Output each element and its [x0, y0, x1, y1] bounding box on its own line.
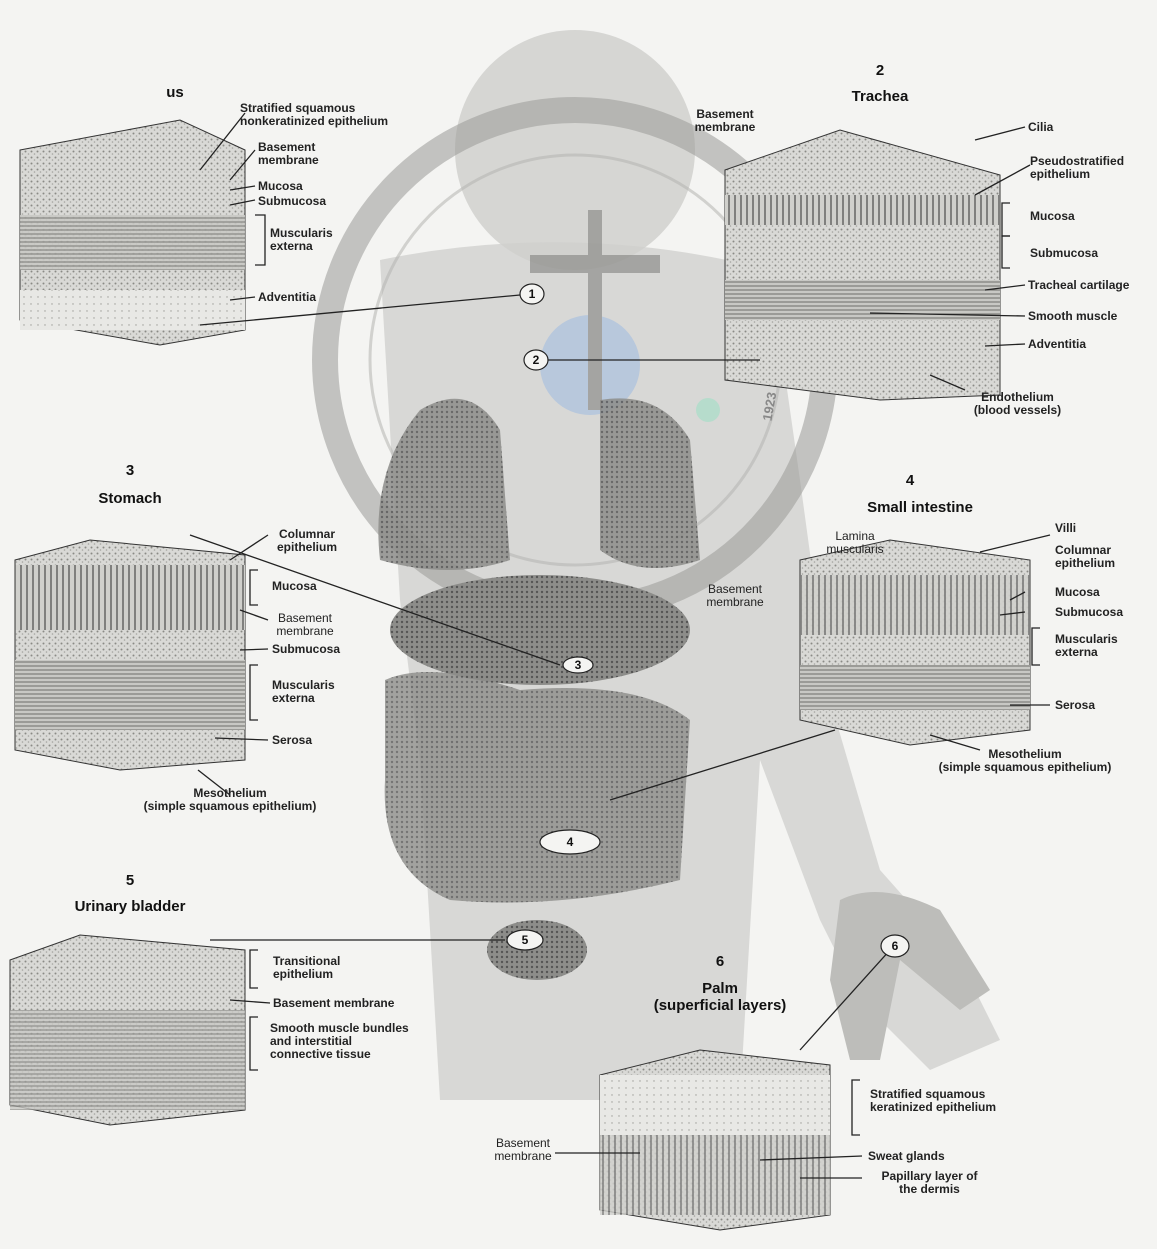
esophagus-muscularis-label: Muscularis externa — [270, 227, 333, 253]
esophagus-stratified-label: Stratified squamous nonkeratinized epith… — [240, 102, 440, 128]
stomach-columnar-label: Columnar epithelium — [262, 528, 352, 554]
trachea-mucosa-label: Mucosa — [1030, 210, 1075, 223]
stomach-title: Stomach — [80, 490, 180, 507]
palm-number: 6 — [700, 953, 740, 970]
palm-block — [600, 1050, 830, 1230]
trachea-number: 2 — [850, 62, 910, 79]
small-intestine-muscularis-label: Muscularis externa — [1055, 633, 1118, 659]
stomach-basement-label: Basement membrane — [265, 612, 345, 638]
small-intestine-serosa-label: Serosa — [1055, 699, 1095, 712]
small-intestine-submucosa-label: Submucosa — [1055, 606, 1123, 619]
marker-1: 1 — [520, 287, 544, 301]
trachea-block — [725, 130, 1000, 400]
stomach-mucosa-label: Mucosa — [272, 580, 317, 593]
palm-papillary-label: Papillary layer of the dermis — [862, 1170, 997, 1196]
small-intestine-block — [800, 540, 1030, 745]
palm-sweat-glands-label: Sweat glands — [868, 1150, 945, 1163]
trachea-endothelium-label: Endothelium (blood vessels) — [950, 391, 1085, 417]
esophagus-adventitia-label: Adventitia — [258, 291, 316, 304]
stomach-number: 3 — [110, 462, 150, 479]
palm-stratified-label: Stratified squamous keratinized epitheli… — [870, 1088, 996, 1114]
marker-4: 4 — [558, 835, 582, 849]
trachea-smooth-muscle-label: Smooth muscle — [1028, 310, 1117, 323]
trachea-cilia-label: Cilia — [1028, 121, 1053, 134]
palm-basement-label: Basement membrane — [488, 1137, 558, 1163]
small-intestine-basement-label: Basement membrane — [690, 583, 780, 609]
small-intestine-number: 4 — [890, 472, 930, 489]
palm-title: Palm (superficial layers) — [620, 980, 820, 1014]
esophagus-title: us — [150, 84, 200, 101]
marker-2: 2 — [524, 353, 548, 367]
trachea-title: Trachea — [830, 88, 930, 105]
stomach-block — [15, 540, 245, 770]
small-intestine-villi-label: Villi — [1055, 522, 1076, 535]
marker-5: 5 — [513, 933, 537, 947]
marker-3: 3 — [566, 658, 590, 672]
small-intestine-mesothelium-label: Mesothelium (simple squamous epithelium) — [905, 748, 1145, 774]
trachea-submucosa-label: Submucosa — [1030, 247, 1098, 260]
trachea-cartilage-label: Tracheal cartilage — [1028, 279, 1129, 292]
stomach-mesothelium-label: Mesothelium (simple squamous epithelium) — [110, 787, 350, 813]
small-intestine-columnar-label: Columnar epithelium — [1055, 544, 1115, 570]
esophagus-basement-label: Basement membrane — [258, 141, 319, 167]
esophagus-submucosa-label: Submucosa — [258, 195, 326, 208]
bladder-smooth-label: Smooth muscle bundles and interstitial c… — [270, 1022, 409, 1061]
small-intestine-mucosa-label: Mucosa — [1055, 586, 1100, 599]
esophagus-block — [20, 120, 245, 345]
marker-6: 6 — [883, 939, 907, 953]
bladder-number: 5 — [110, 872, 150, 889]
small-intestine-title: Small intestine — [845, 499, 995, 516]
esophagus-mucosa-label: Mucosa — [258, 180, 303, 193]
trachea-basement-label: Basement membrane — [680, 108, 770, 134]
stomach-muscularis-label: Muscularis externa — [272, 679, 335, 705]
trachea-adventitia-label: Adventitia — [1028, 338, 1086, 351]
stomach-serosa-label: Serosa — [272, 734, 312, 747]
bladder-title: Urinary bladder — [45, 898, 215, 915]
small-intestine-lamina-label: Lamina muscularis — [820, 530, 890, 556]
bladder-basement-label: Basement membrane — [273, 997, 394, 1010]
bladder-block — [10, 935, 245, 1125]
trachea-pseudostratified-label: Pseudostratified epithelium — [1030, 155, 1124, 181]
bladder-transitional-label: Transitional epithelium — [273, 955, 340, 981]
stomach-submucosa-label: Submucosa — [272, 643, 340, 656]
